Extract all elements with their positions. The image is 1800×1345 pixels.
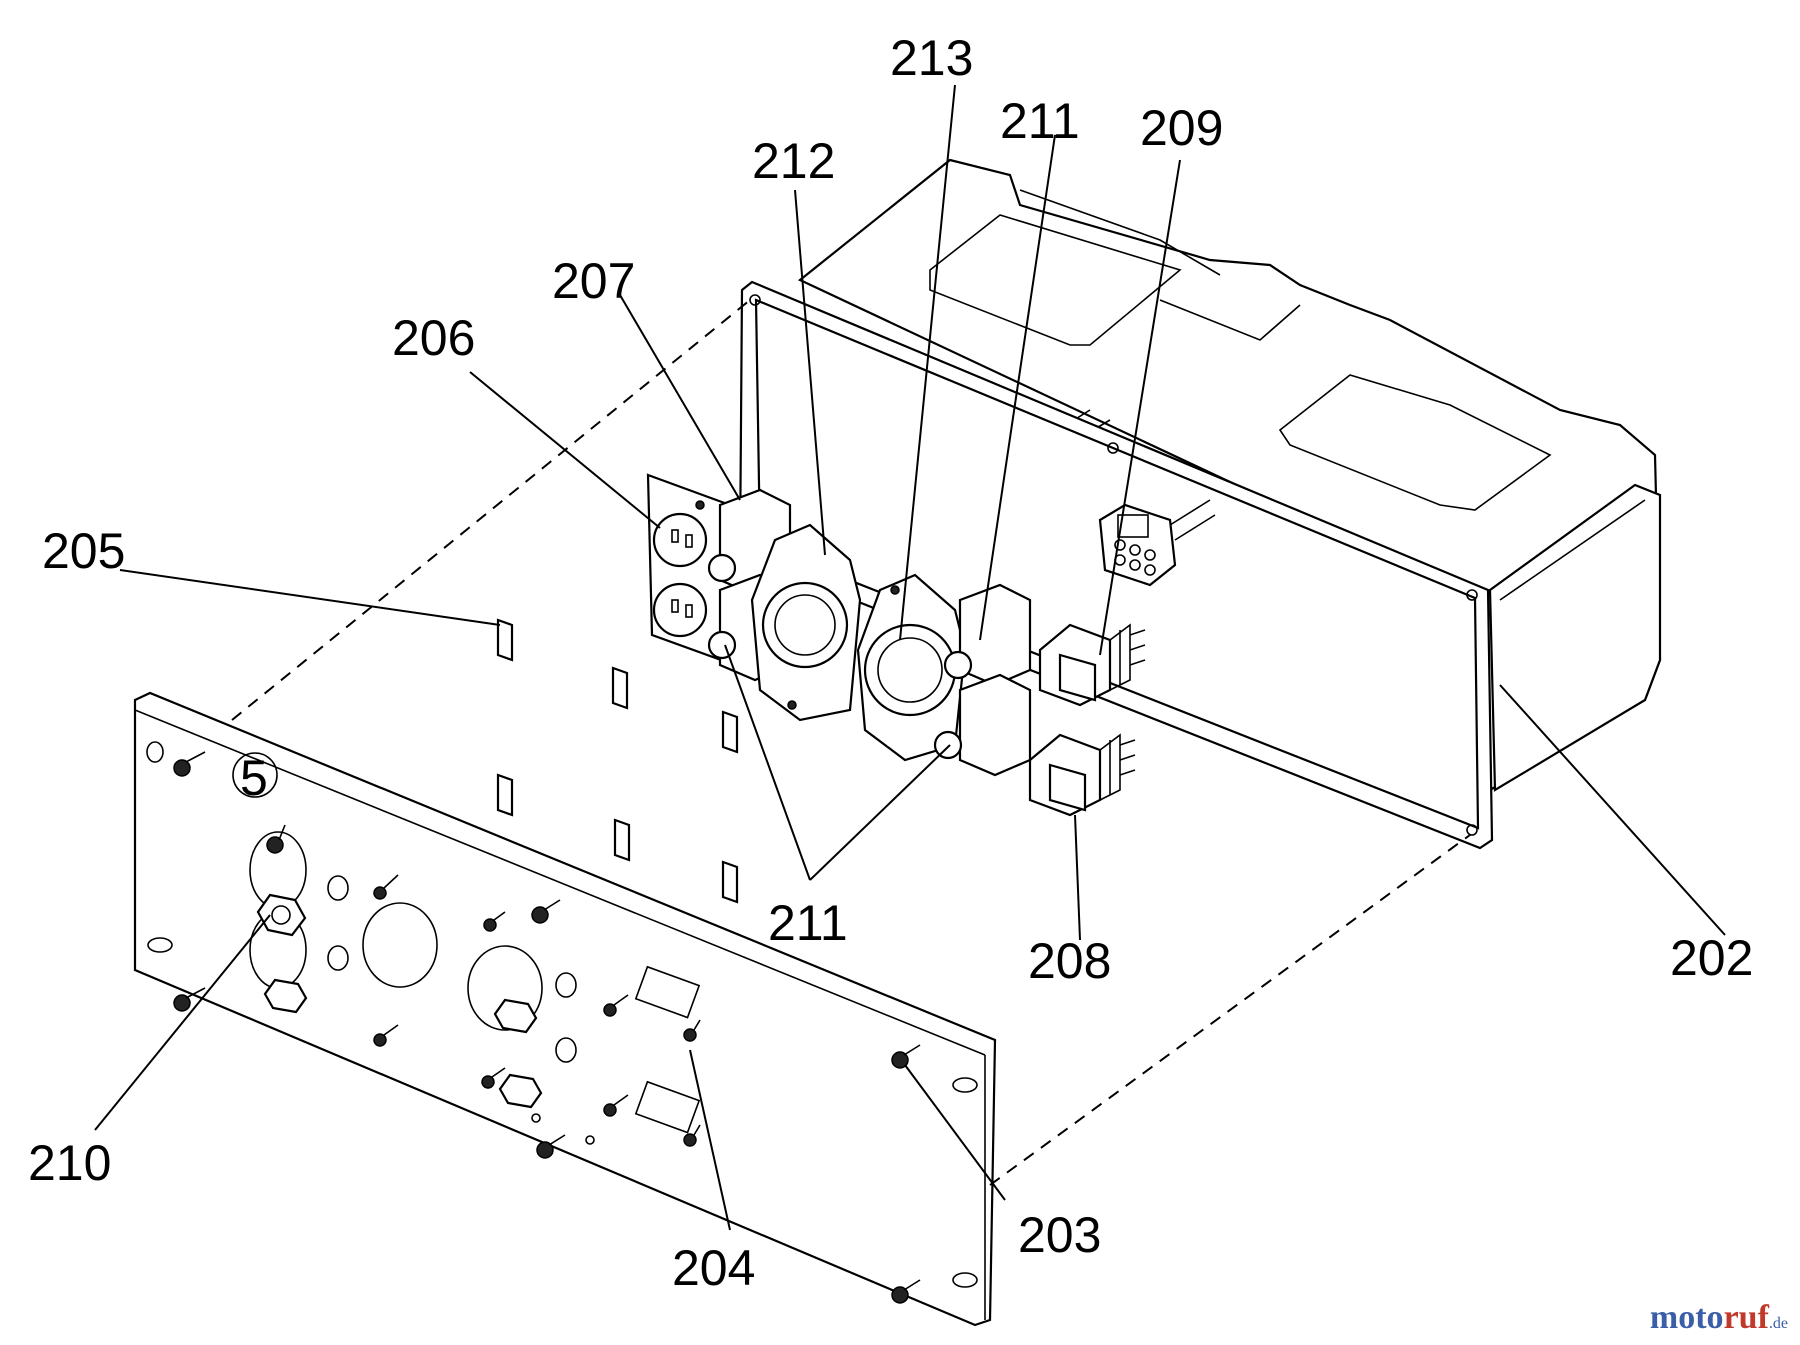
rocker-switch-upper <box>1038 623 1146 707</box>
callout-203: 203 <box>1018 1207 1101 1263</box>
twist-lock-receptacle-212 <box>750 523 862 722</box>
rocker-switch-lower-208 <box>1028 733 1136 817</box>
watermark-part-3: .de <box>1768 1315 1788 1332</box>
front-control-panel <box>133 691 997 1327</box>
leader-lines <box>94 84 1726 1231</box>
spring-clips-205 <box>496 618 739 904</box>
callout-211-top: 211 <box>1000 93 1080 149</box>
enclosure-housing <box>738 158 1662 850</box>
callout-210: 210 <box>28 1135 111 1191</box>
callout-212: 212 <box>752 133 835 189</box>
callout-213: 213 <box>890 30 973 86</box>
callout-209: 209 <box>1140 100 1223 156</box>
duplex-receptacle-206 <box>646 473 737 667</box>
callout-206: 206 <box>392 310 475 366</box>
callout-211-bottom: 211 <box>768 895 848 951</box>
watermark-part-1: moto <box>1649 1299 1724 1336</box>
wiring-connector-209 <box>1098 499 1216 587</box>
panel-mark: 5 <box>240 750 268 806</box>
callout-205: 205 <box>42 523 125 579</box>
callout-207: 207 <box>552 253 635 309</box>
callout-208: 208 <box>1028 933 1111 989</box>
callout-202: 202 <box>1670 930 1753 986</box>
panel-screws-203 <box>173 751 921 1304</box>
circuit-breaker-211 <box>933 583 1032 777</box>
watermark-logo: motoruf.de <box>1650 1299 1788 1337</box>
callout-204: 204 <box>672 1240 755 1296</box>
watermark-part-2: ruf <box>1723 1299 1769 1336</box>
callout-labels: 202 203 204 205 206 207 208 209 210 211 … <box>28 30 1753 1296</box>
